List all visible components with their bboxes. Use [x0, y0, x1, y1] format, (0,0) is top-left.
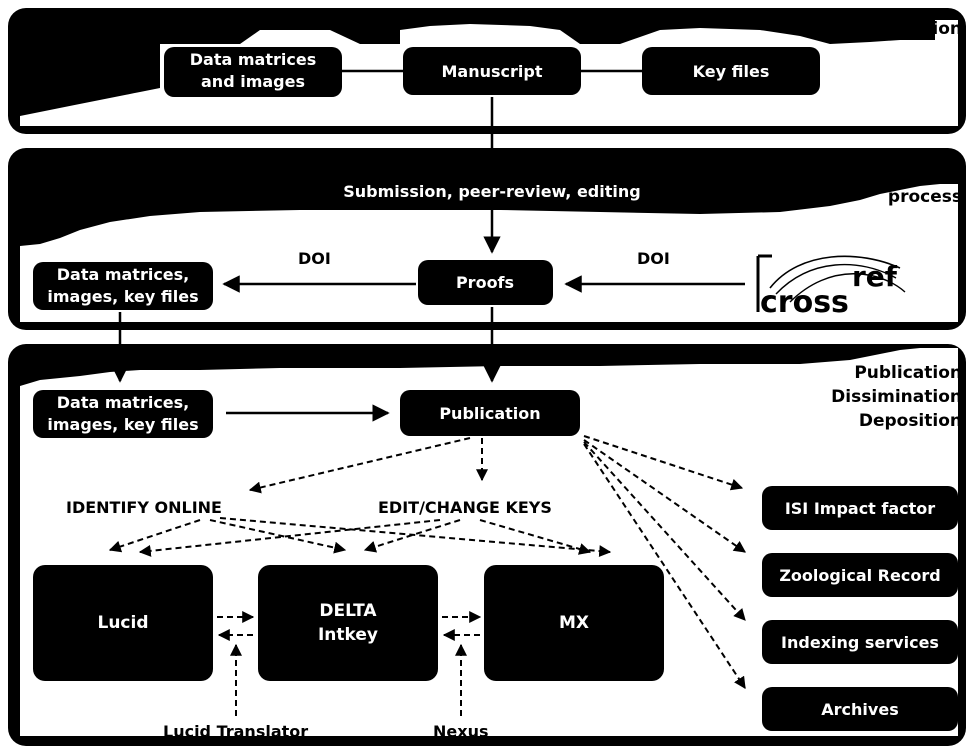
svg-text:Indexing services: Indexing services — [781, 633, 939, 652]
arrow-identify-lucid — [108, 519, 201, 553]
box-lucid: Lucid — [33, 565, 213, 681]
box-delta-intkey: DELTA Intkey — [258, 565, 438, 681]
svg-text:images, key files: images, key files — [47, 287, 198, 306]
box-key-files: Key files — [642, 47, 820, 95]
box-manuscript: Manuscript — [403, 47, 581, 95]
svg-text:Archives: Archives — [821, 700, 898, 719]
box-data-matrices-and-images: Data matrices and images — [164, 47, 342, 97]
svg-text:MX: MX — [559, 613, 589, 633]
box-mx: MX — [484, 565, 664, 681]
arrow-edit-lucid — [138, 519, 441, 557]
svg-text:Proofs: Proofs — [456, 273, 514, 292]
box-archives: Archives — [762, 687, 958, 731]
box-publication: Publication — [400, 390, 580, 436]
svg-text:Zoological Record: Zoological Record — [779, 566, 940, 585]
crossref-logo: cross ref — [752, 252, 914, 320]
arrow-edit-delta — [363, 519, 461, 553]
lucid-translator-label: Lucid Translator — [163, 722, 308, 741]
arrow-publication-zoological — [583, 439, 746, 553]
arrow-publication-identify — [248, 437, 471, 494]
edit-change-keys-label: EDIT/CHANGE KEYS — [378, 498, 552, 517]
doi-label-right: DOI — [637, 249, 670, 268]
arrow-identify-delta — [209, 519, 347, 554]
svg-text:cross: cross — [760, 285, 849, 320]
svg-text:images, key files: images, key files — [47, 415, 198, 434]
section-publication-label: Publication — [854, 363, 962, 383]
svg-text:Data matrices,: Data matrices, — [57, 265, 190, 284]
section-editorial-label-2: process — [888, 187, 962, 207]
svg-text:Data matrices,: Data matrices, — [57, 393, 190, 412]
arrow-publication-archives — [583, 443, 746, 690]
section-deposition-label: Deposition — [859, 411, 962, 431]
svg-text:Key files: Key files — [693, 62, 770, 81]
section-presubmission-label: Pre-submission — [815, 19, 962, 39]
svg-text:ISI Impact factor: ISI Impact factor — [785, 499, 935, 518]
section-dissemination-label: Dissimination — [831, 387, 962, 407]
svg-text:DELTA: DELTA — [319, 601, 377, 621]
svg-text:and images: and images — [201, 72, 305, 91]
arrow-publication-isi — [583, 435, 744, 491]
section-editorial-label: Editorial — [881, 163, 962, 183]
arrow-edit-mx — [479, 519, 592, 555]
arrow-publication-indexing — [583, 441, 746, 621]
svg-text:Publication: Publication — [439, 404, 540, 423]
svg-text:ref: ref — [852, 260, 898, 293]
box-proofs: Proofs — [418, 260, 553, 305]
box-isi-impact-factor: ISI Impact factor — [762, 486, 958, 530]
arrow-identify-mx — [219, 517, 612, 558]
nexus-label: Nexus — [433, 722, 488, 741]
box-data-images-keys-publication: Data matrices, images, key files — [33, 390, 213, 438]
svg-text:Manuscript: Manuscript — [442, 62, 543, 81]
box-zoological-record: Zoological Record — [762, 553, 958, 597]
svg-text:Intkey: Intkey — [318, 625, 378, 645]
svg-text:Data matrices: Data matrices — [190, 50, 316, 69]
doi-label-left: DOI — [298, 249, 331, 268]
identify-online-label: IDENTIFY ONLINE — [66, 498, 222, 517]
svg-text:Submission, peer-review, editi: Submission, peer-review, editing — [343, 182, 640, 201]
box-data-images-keys-editorial: Data matrices, images, key files — [33, 262, 213, 310]
box-indexing-services: Indexing services — [762, 620, 958, 664]
svg-text:Lucid: Lucid — [97, 613, 148, 633]
box-submission-peer-review: Submission, peer-review, editing — [287, 178, 697, 205]
